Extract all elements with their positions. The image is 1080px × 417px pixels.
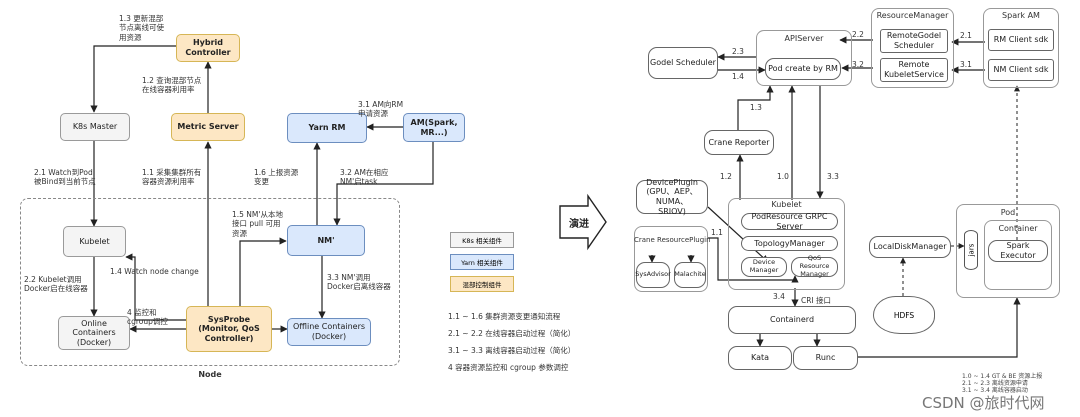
- csdn-watermark: CSDN @旅时代网: [922, 394, 1045, 412]
- edge-cranerp-to-qosmgr-11: [707, 237, 799, 283]
- label-r-3-2: 3.2: [852, 60, 864, 69]
- yarn-rm-box[interactable]: Yarn RM: [287, 113, 367, 143]
- rm-client-box[interactable]: RM Client sdk: [988, 29, 1054, 51]
- jars-label: jars: [967, 243, 976, 257]
- resource-manager-title: ResourceManager: [876, 11, 949, 20]
- k8s-master-box[interactable]: K8s Master: [60, 113, 130, 141]
- qos-manager-box[interactable]: QoS Resource Manager: [791, 254, 838, 278]
- label-1-1: 1.1 采集集群所有 容器资源利用率: [142, 168, 202, 187]
- label-1-5: 1.5 NM'从本地 接口 pull 可用 资源: [232, 210, 283, 238]
- legend-note-3: 3.1 ~ 3.3 离线容器启动过程（简化）: [448, 346, 576, 355]
- am-box[interactable]: AM(Spark, MR...): [403, 113, 465, 142]
- kubelet-frame: [728, 198, 845, 290]
- spark-am-title: Spark AM: [1002, 11, 1040, 20]
- sysprobe-box[interactable]: SysProbe (Monitor, QoS Controller): [186, 306, 272, 352]
- online-containers-box[interactable]: Online Containers (Docker): [58, 316, 130, 350]
- label-r-1-1: 1.1: [711, 228, 723, 237]
- edge-am-to-nm: [333, 141, 434, 226]
- edge-hybrid-to-k8smaster: [90, 45, 176, 113]
- crane-reporter-box[interactable]: Crane Reporter: [704, 130, 774, 155]
- hybrid-controller-box[interactable]: Hybrid Controller: [176, 34, 240, 62]
- label-2-2: 2.2 Kubelet调用 Docker启在线容器: [24, 275, 88, 294]
- device-plugin-box[interactable]: DevicePlugin (GPU、AEP、NUMA、 SRIOV): [636, 178, 708, 216]
- godel-scheduler-box[interactable]: Godel Scheduler: [648, 47, 718, 79]
- podresource-grpc-box[interactable]: PodResource GRPC Server: [741, 212, 838, 231]
- crane-plugin-frame: [634, 226, 708, 292]
- evolve-arrow-label: 演进: [569, 218, 589, 230]
- container-frame: [984, 220, 1052, 290]
- legend-note-1: 1.1 ~ 1.6 集群资源变更通知流程: [448, 312, 561, 321]
- edge-sysprobe-to-kubelet: [125, 253, 186, 321]
- label-r-2-1: 2.1: [960, 31, 972, 40]
- remote-kubelet-box[interactable]: Remote KubeletService: [880, 58, 948, 82]
- container-title: Container: [998, 224, 1038, 233]
- apiserver-frame: [756, 30, 852, 86]
- label-3-2: 3.2 AM在相应 NM'启task: [340, 168, 389, 187]
- apiserver-title: APIServer: [784, 34, 824, 43]
- label-r-1-2: 1.2: [720, 172, 732, 181]
- pod-create-box[interactable]: Pod create by RM: [765, 58, 841, 80]
- edge-runc-to-pod: [858, 297, 1021, 358]
- label-r-1-4: 1.4: [732, 72, 744, 81]
- label-r-3-4: 3.4: [773, 292, 785, 301]
- remote-godel-box[interactable]: RemoteGodel Scheduler: [880, 29, 948, 53]
- label-r-2-2: 2.2: [852, 30, 864, 39]
- offline-containers-box[interactable]: Offline Containers (Docker): [287, 318, 371, 346]
- label-3-3: 3.3 NM'调用 Docker启离线容器: [327, 273, 391, 292]
- resource-manager-frame: [871, 8, 954, 88]
- label-r-1-3: 1.3: [750, 103, 762, 112]
- metric-server-box[interactable]: Metric Server: [171, 113, 245, 141]
- jars-cylinder: jars: [964, 230, 978, 270]
- evolve-chevron-shape: [559, 193, 607, 251]
- kubelet-box[interactable]: Kubelet: [63, 226, 126, 257]
- device-manager-box[interactable]: Device Manager: [741, 257, 787, 277]
- label-r-3-3: 3.3: [827, 172, 839, 181]
- label-r-2-3: 2.3: [732, 47, 744, 56]
- legend-yarn-swatch: Yarn 相关组件: [450, 254, 514, 270]
- hdfs-cloud: HDFS: [873, 296, 935, 334]
- kata-box[interactable]: Kata: [728, 346, 792, 370]
- label-1-6: 1.6 上报资源 变更: [254, 168, 299, 187]
- pod-frame: [956, 204, 1060, 298]
- spark-executor-box[interactable]: Spark Executor: [988, 240, 1048, 262]
- edge-deviceplugin-to-devmgr: [707, 206, 769, 263]
- label-4: 4 监控和 cgroup调控: [127, 308, 168, 327]
- label-r-3-1: 3.1: [960, 60, 972, 69]
- right-flow-notes: 1.0 ~ 1.4 GT & BE 资源上报 2.1 ~ 2.3 离线资源申请 …: [962, 373, 1043, 394]
- node-frame: [20, 198, 400, 366]
- label-1-2: 1.2 查询混部节点 在线容器利用率: [142, 76, 202, 95]
- nm-box[interactable]: NM': [287, 225, 365, 256]
- malachite-box[interactable]: Malachite: [674, 262, 706, 288]
- edge-reporter-to-apiserver-13: [737, 85, 774, 130]
- label-r-1-0: 1.0: [777, 172, 789, 181]
- runc-box[interactable]: Runc: [793, 346, 858, 370]
- spark-am-frame: [983, 8, 1059, 88]
- crane-plugin-title: Crane ResourcePlugin: [634, 236, 711, 244]
- local-disk-manager-box[interactable]: LocalDiskManager: [869, 236, 951, 258]
- node-label: Node: [198, 370, 222, 379]
- label-3-1: 3.1 AM向RM 申请资源: [358, 100, 404, 119]
- edge-sysprobe-to-nm: [239, 237, 287, 306]
- containerd-box[interactable]: Containerd: [728, 306, 856, 334]
- label-1-3: 1.3 更新混部 节点离线可使 用资源: [119, 14, 164, 42]
- label-2-1: 2.1 Watch到Pod 被Bind到当前节点: [34, 168, 96, 187]
- kubelet-title: Kubelet: [771, 200, 802, 209]
- legend-k8s-swatch: K8s 相关组件: [450, 232, 514, 248]
- legend-mixed-swatch: 混部控制组件: [450, 276, 514, 292]
- legend-note-4: 4 容器资源监控和 cgroup 参数调控: [448, 363, 569, 372]
- label-r-cri: CRI 接口: [801, 296, 832, 305]
- label-1-4: 1.4 Watch node change: [110, 267, 199, 276]
- pod-title: Pod: [1000, 208, 1016, 217]
- topology-manager-box[interactable]: TopologyManager: [741, 236, 838, 251]
- legend-note-2: 2.1 ~ 2.2 在线容器启动过程（简化）: [448, 329, 576, 338]
- nm-client-box[interactable]: NM Client sdk: [988, 59, 1054, 81]
- sysadvisor-box[interactable]: SysAdvisor: [635, 262, 671, 288]
